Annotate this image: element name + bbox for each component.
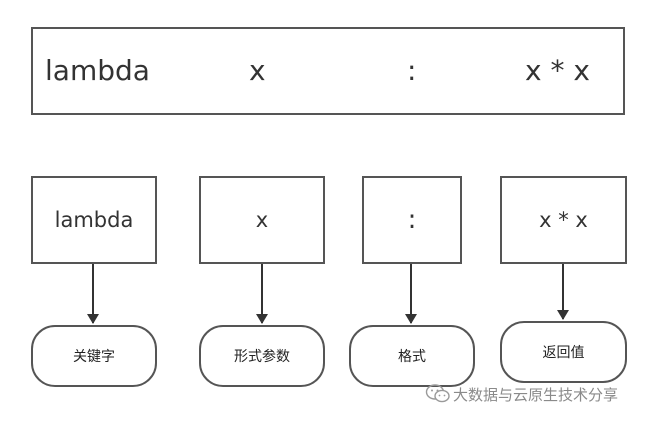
part-box-colon: :: [362, 176, 462, 264]
pill-body: 返回值: [500, 321, 627, 383]
watermark-text: 大数据与云原生技术分享: [453, 385, 619, 404]
expression-param: x: [249, 54, 266, 87]
part-text-param: x: [255, 208, 269, 232]
pill-label-body: 返回值: [542, 345, 585, 361]
pill-keyword: 关键字: [31, 325, 157, 387]
part-text-body: x * x: [539, 208, 588, 232]
pill-colon: 格式: [349, 325, 475, 387]
part-text-colon: :: [407, 205, 417, 235]
watermark: 大数据与云原生技术分享: [425, 382, 618, 406]
part-text-keyword: lambda: [54, 208, 134, 232]
part-box-keyword: lambda: [31, 176, 157, 264]
part-box-param: x: [199, 176, 325, 264]
expression-box: lambda x : x * x: [31, 27, 625, 115]
wechat-icon: [425, 384, 450, 403]
pill-label-param: 形式参数: [234, 349, 290, 365]
pill-label-colon: 格式: [398, 349, 426, 365]
pill-param: 形式参数: [199, 325, 325, 387]
expression-body: x * x: [525, 54, 590, 87]
part-box-body: x * x: [500, 176, 627, 264]
expression-keyword: lambda: [45, 54, 150, 87]
pill-label-keyword: 关键字: [73, 349, 115, 365]
expression-colon: :: [407, 54, 417, 87]
